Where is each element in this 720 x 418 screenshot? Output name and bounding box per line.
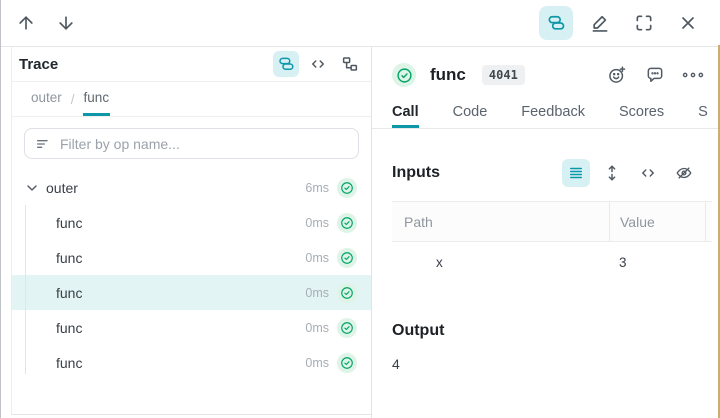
- tree-row-label: func: [56, 214, 83, 231]
- top-toolbar: [1, 0, 720, 47]
- input-path-cell: x: [436, 254, 443, 270]
- tree-row-func[interactable]: func 0ms: [12, 345, 371, 380]
- tree-row-func[interactable]: func 0ms: [12, 310, 371, 345]
- edit-button[interactable]: [583, 6, 617, 40]
- comment-button[interactable]: [642, 62, 668, 88]
- tree-row-duration: 0ms: [305, 320, 329, 335]
- close-button[interactable]: [671, 6, 705, 40]
- code-icon: [639, 164, 657, 182]
- trace-tree: outer 6ms func 0ms func 0ms: [12, 170, 371, 414]
- call-title: func: [430, 65, 466, 84]
- code-view-toggle[interactable]: [305, 51, 331, 77]
- chevron-down-icon[interactable]: [24, 180, 40, 196]
- column-header-stub: [705, 202, 712, 241]
- flame-view-toggle[interactable]: [337, 51, 363, 77]
- tree-row-func[interactable]: func 0ms: [12, 205, 371, 240]
- tree-row-label: func: [56, 284, 83, 301]
- tab-scores[interactable]: Scores: [618, 104, 665, 120]
- inputs-section-header: Inputs: [392, 159, 698, 187]
- trace-stack-view-button[interactable]: [539, 6, 573, 40]
- hide-values-button[interactable]: [670, 159, 698, 187]
- chat-bubble-icon: [645, 65, 665, 85]
- trace-panel-title: Trace: [19, 55, 59, 73]
- fullscreen-button[interactable]: [627, 6, 661, 40]
- panel-divider: [371, 47, 372, 418]
- stack-icon: [277, 55, 295, 73]
- eye-off-icon: [675, 164, 693, 182]
- success-check-icon: [337, 177, 357, 198]
- status-success-icon: [392, 63, 416, 87]
- arrow-down-icon: [56, 13, 76, 33]
- tree-row-duration: 0ms: [305, 250, 329, 265]
- breadcrumb-item-outer[interactable]: outer: [31, 90, 62, 105]
- tree-row-duration: 0ms: [305, 285, 329, 300]
- code-icon: [309, 55, 327, 73]
- call-id-badge[interactable]: 4041: [481, 65, 525, 85]
- tree-row-func[interactable]: func 0ms: [12, 240, 371, 275]
- tab-summary-truncated[interactable]: S: [698, 104, 708, 120]
- output-value: 4: [392, 356, 400, 372]
- tab-code[interactable]: Code: [452, 104, 488, 120]
- success-check-icon: [337, 352, 357, 373]
- list-icon: [567, 164, 585, 182]
- call-header: func 4041: [392, 59, 706, 91]
- tree-row-duration: 6ms: [305, 180, 329, 195]
- tab-call[interactable]: Call: [392, 99, 419, 128]
- inputs-heading: Inputs: [392, 164, 440, 181]
- breadcrumb: outer / func: [12, 82, 371, 117]
- input-value-cell: 3: [619, 254, 627, 270]
- inputs-table: Path Value x 3: [392, 201, 712, 282]
- tree-row-label: func: [56, 249, 83, 266]
- fullscreen-icon: [634, 13, 654, 33]
- success-check-icon: [337, 247, 357, 268]
- stack-view-toggle[interactable]: [273, 51, 299, 77]
- tree-row-outer[interactable]: outer 6ms: [12, 170, 371, 205]
- unfold-vertical-icon: [603, 164, 621, 182]
- hierarchy-icon: [341, 55, 359, 73]
- column-header-value: Value: [609, 202, 705, 241]
- arrow-up-icon: [16, 13, 36, 33]
- breadcrumb-item-func[interactable]: func: [82, 82, 111, 116]
- close-icon: [678, 13, 698, 33]
- add-reaction-button[interactable]: [604, 62, 630, 88]
- tree-row-duration: 0ms: [305, 215, 329, 230]
- breadcrumb-separator: /: [70, 91, 75, 107]
- navigate-up-button[interactable]: [13, 10, 39, 36]
- expand-rows-button[interactable]: [598, 159, 626, 187]
- trace-panel-header: Trace: [12, 47, 371, 82]
- ellipsis-icon: [682, 70, 704, 80]
- op-filter: [24, 128, 359, 159]
- code-view-button[interactable]: [634, 159, 662, 187]
- tree-row-label: func: [56, 354, 83, 371]
- success-check-icon: [337, 317, 357, 338]
- success-check-icon: [337, 282, 357, 303]
- tree-children: func 0ms func 0ms func 0ms: [12, 205, 371, 380]
- filter-icon: [35, 136, 51, 152]
- table-row[interactable]: x 3: [392, 242, 712, 282]
- right-edge-accent: [718, 45, 720, 418]
- tree-row-label: outer: [46, 179, 78, 196]
- trace-panel: Trace outer / func: [11, 47, 371, 415]
- detail-tabs: Call Code Feedback Scores S: [372, 99, 720, 129]
- smiley-plus-icon: [607, 65, 627, 85]
- navigate-down-button[interactable]: [53, 10, 79, 36]
- filter-input[interactable]: [60, 135, 348, 152]
- call-detail-panel: func 4041 Call Code Feedback Scores S In…: [372, 47, 720, 418]
- pencil-icon: [590, 13, 610, 33]
- list-view-button[interactable]: [562, 159, 590, 187]
- tree-row-duration: 0ms: [305, 355, 329, 370]
- column-header-path: Path: [404, 213, 433, 230]
- output-heading: Output: [392, 322, 445, 339]
- more-options-button[interactable]: [680, 62, 706, 88]
- inputs-table-header: Path Value: [392, 202, 712, 242]
- tree-row-label: func: [56, 319, 83, 336]
- tab-feedback[interactable]: Feedback: [521, 104, 585, 120]
- success-check-icon: [337, 212, 357, 233]
- tree-row-func-selected[interactable]: func 0ms: [12, 275, 371, 310]
- output-section: Output 4: [392, 322, 700, 372]
- stack-icon: [546, 13, 566, 33]
